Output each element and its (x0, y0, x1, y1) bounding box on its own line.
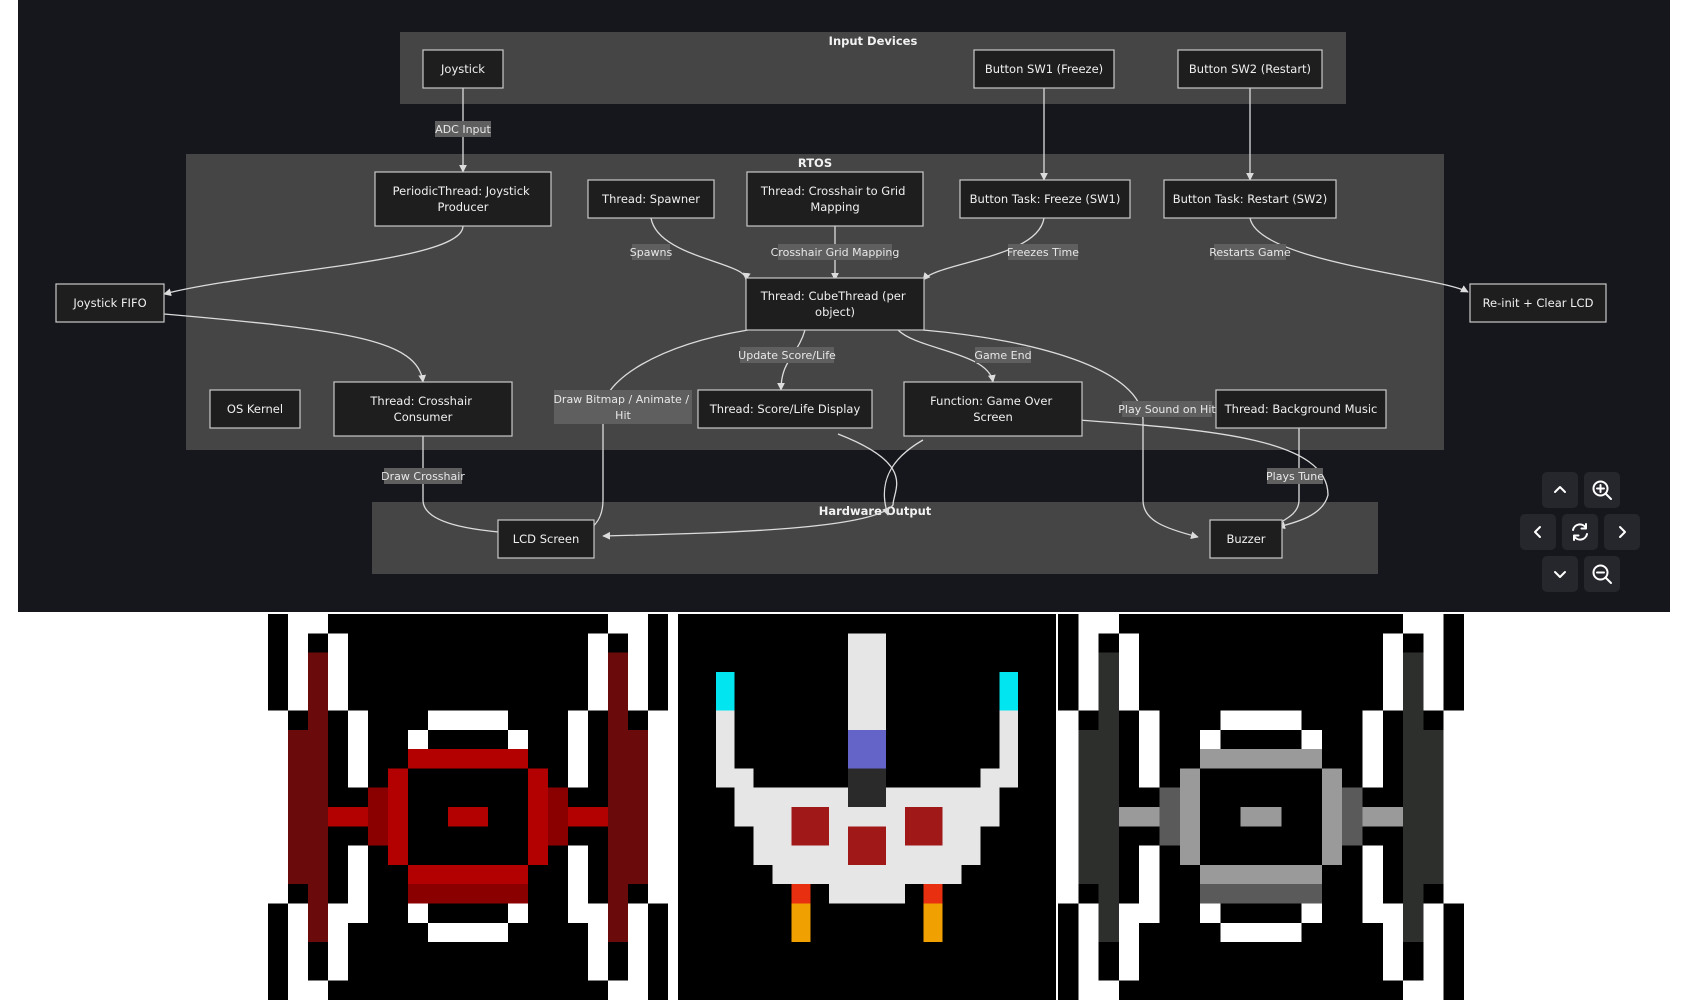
edge-cube-buzzer (922, 329, 1199, 540)
node-buzzer[interactable]: Buzzer (1209, 519, 1283, 559)
node-spawner[interactable]: Thread: Spawner (587, 179, 715, 219)
edge-labels: ADC Input Spawns Crosshair Grid Mapping … (381, 121, 1324, 484)
node-label: Thread: CubeThread (per object) (760, 289, 910, 319)
pan-left-button[interactable] (1520, 514, 1556, 550)
chevron-right-icon (1619, 526, 1626, 538)
edge-label-freezes: Freezes Time (1007, 246, 1079, 259)
node-joystick[interactable]: Joystick (422, 49, 504, 89)
edge-restart-reinit (1249, 217, 1469, 293)
reset-icon (1572, 523, 1588, 541)
node-label: Thread: Background Music (1224, 402, 1378, 416)
pan-up-button[interactable] (1542, 472, 1578, 508)
grey-tie-fighter-image (1058, 614, 1464, 1000)
node-crossmap[interactable]: Thread: Crosshair to Grid Mapping (746, 171, 924, 227)
subgraph-title-rtos: RTOS (798, 156, 832, 170)
edge-producer-fifo (163, 225, 464, 297)
edge-label-crossgrid-bg (778, 244, 892, 260)
edge-consumer-lcd (422, 436, 509, 537)
x-wing-sprite (678, 614, 1056, 1000)
node-reinit[interactable]: Re-init + Clear LCD (1469, 283, 1607, 323)
node-music[interactable]: Thread: Background Music (1215, 389, 1387, 429)
chevron-left-icon (1534, 526, 1541, 538)
node-gameover[interactable]: Function: Game Over Screen (903, 381, 1083, 437)
edge-label-spawns: Spawns (630, 246, 673, 259)
edge-label-update-bg (740, 347, 834, 363)
pan-down-button[interactable] (1542, 556, 1578, 592)
node-producer[interactable]: PeriodicThread: Joystick Producer (374, 171, 552, 227)
node-label: PeriodicThread: Joystick Producer (393, 184, 534, 214)
node-cube[interactable]: Thread: CubeThread (per object) (745, 277, 925, 331)
edge-label-draw: Draw Bitmap / Animate / Hit (553, 393, 692, 422)
edge-gameover-lcd (882, 439, 924, 516)
node-restart[interactable]: Button Task: Restart (SW2) (1163, 179, 1337, 219)
zoom-out-icon (1592, 564, 1612, 584)
edge-spawner-cube (650, 217, 751, 281)
node-label: Button SW2 (Restart) (1189, 62, 1311, 76)
edge-gameover-buzzer (1077, 419, 1329, 530)
edge-label-restarts-bg (1214, 244, 1286, 260)
node-label: Re-init + Clear LCD (1483, 296, 1594, 310)
node-freeze[interactable]: Button Task: Freeze (SW1) (959, 179, 1131, 219)
node-label: Buzzer (1226, 532, 1265, 546)
edge-label-freezes-bg (1008, 244, 1078, 260)
reset-view-button[interactable] (1562, 514, 1598, 550)
edge-label-gameend: Game End (974, 349, 1031, 362)
edge-label-adc-bg (435, 121, 491, 137)
node-lcd[interactable]: LCD Screen (497, 519, 595, 559)
edge-cube-gameover (897, 329, 996, 383)
node-consumer[interactable]: Thread: Crosshair Consumer (333, 381, 513, 437)
red-tie-fighter-sprite (268, 614, 668, 1000)
node-sw2[interactable]: Button SW2 (Restart) (1177, 49, 1323, 89)
zoom-in-button[interactable] (1584, 472, 1620, 508)
edge-label-spawns-bg (632, 244, 670, 260)
node-label: LCD Screen (513, 532, 579, 546)
node-label: Function: Game Over Screen (930, 394, 1056, 424)
edge-label-adc: ADC Input (435, 123, 491, 136)
zoom-in-icon (1592, 480, 1612, 500)
subgraph-title-hardware-output: Hardware Output (819, 504, 932, 518)
node-label: Thread: Spawner (601, 192, 700, 206)
edge-label-draw-bg (554, 390, 692, 424)
node-fifo[interactable]: Joystick FIFO (55, 283, 165, 323)
node-label: Joystick (440, 62, 485, 76)
node-score[interactable]: Thread: Score/Life Display (697, 389, 873, 429)
node-label: Button Task: Freeze (SW1) (970, 192, 1121, 206)
grey-tie-fighter-sprite (1058, 614, 1464, 1000)
zoom-out-button[interactable] (1584, 556, 1620, 592)
edge-label-crosshair: Draw Crosshair (381, 470, 465, 483)
edge-label-crosshair-bg (384, 468, 462, 484)
edge-freeze-cube (922, 217, 1045, 281)
edge-label-playsound: Play Sound on Hit (1118, 403, 1216, 416)
edge-label-gameend-bg (975, 347, 1031, 363)
node-kernel[interactable]: OS Kernel (209, 389, 301, 429)
edge-label-tune-bg (1267, 468, 1323, 484)
edge-label-restarts: Restarts Game (1209, 246, 1291, 259)
edge-label-crossgrid: Crosshair Grid Mapping (771, 246, 900, 259)
node-label: Thread: Crosshair to Grid Mapping (760, 184, 909, 214)
chevron-up-icon (1554, 486, 1566, 493)
subgraph-title-input-devices: Input Devices (829, 34, 918, 48)
red-tie-fighter-image (268, 614, 668, 1000)
x-wing-image (678, 614, 1056, 1000)
edge-label-playsound-bg (1122, 401, 1212, 417)
edge-fifo-consumer (163, 313, 427, 383)
node-label: Joystick FIFO (72, 296, 146, 310)
diagram-canvas[interactable]: Input Devices RTOS Hardware Output (18, 0, 1670, 612)
edges (163, 88, 1469, 540)
node-label: OS Kernel (227, 402, 283, 416)
pan-right-button[interactable] (1604, 514, 1640, 550)
node-label: Thread: Crosshair Consumer (369, 394, 475, 424)
flowchart: Input Devices RTOS Hardware Output (55, 32, 1607, 574)
node-label: Button SW1 (Freeze) (985, 62, 1103, 76)
node-sw1[interactable]: Button SW1 (Freeze) (973, 49, 1115, 89)
node-label: Button Task: Restart (SW2) (1173, 192, 1327, 206)
edge-label-tune: Plays Tune (1266, 470, 1324, 483)
chevron-down-icon (1554, 571, 1566, 578)
node-label: Thread: Score/Life Display (709, 402, 861, 416)
edge-label-update: Update Score/Life (738, 349, 836, 362)
edge-score-lcd (602, 433, 898, 540)
